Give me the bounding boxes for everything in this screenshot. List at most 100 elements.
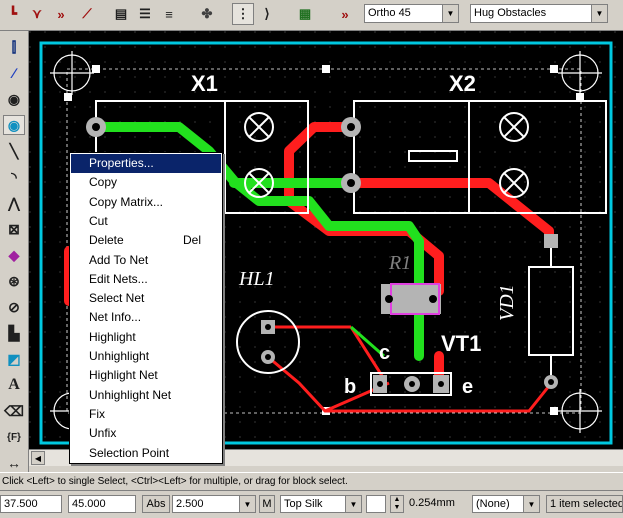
menu-item-label: Delete: [89, 233, 124, 248]
menu-item-fix[interactable]: Fix: [71, 405, 221, 424]
metric-button[interactable]: M: [259, 495, 275, 513]
dimension-icon[interactable]: ↔: [7, 455, 21, 471]
pad-hole: [265, 354, 271, 360]
label-vt1[interactable]: VT1: [441, 331, 481, 356]
arc-icon[interactable]: ◝: [11, 168, 17, 185]
net-route-icon[interactable]: »: [57, 6, 65, 22]
chevron-down-icon[interactable]: ▼: [523, 496, 539, 512]
attribute-icon[interactable]: ⌫: [4, 402, 24, 419]
property-bar: 37.500 45.000 Abs 2.500 ▼ M Top Silk ▼ ▲…: [0, 490, 623, 518]
field-icon[interactable]: {F}: [7, 431, 21, 443]
mounting-hole[interactable]: [558, 389, 602, 433]
select-icon[interactable]: ⫿: [11, 38, 17, 55]
menu-item-highlight[interactable]: Highlight: [71, 328, 221, 347]
menu-item-selection-point[interactable]: Selection Point: [71, 444, 221, 463]
menu-item-copy[interactable]: Copy: [71, 173, 221, 192]
label-r1[interactable]: R1: [388, 252, 411, 274]
multi-route-icon[interactable]: ⋎: [32, 6, 42, 21]
auto-route-icon[interactable]: »: [341, 6, 349, 22]
pad[interactable]: [544, 234, 558, 248]
menu-item-highlight-net[interactable]: Highlight Net: [71, 366, 221, 385]
grid-value: 2.500: [176, 498, 204, 510]
bus-icon[interactable]: ≡: [165, 6, 173, 22]
angle-icon[interactable]: ⟋: [82, 6, 92, 21]
chevron-down-icon[interactable]: ▼: [591, 5, 607, 22]
menu-item-add-to-net[interactable]: Add To Net: [71, 251, 221, 270]
pad-hole: [429, 295, 437, 303]
vias-icon[interactable]: ✤: [201, 6, 213, 21]
menu-item-unfix[interactable]: Unfix: [71, 424, 221, 443]
pad-hole: [548, 379, 554, 385]
menu-item-select-net[interactable]: Select Net: [71, 289, 221, 308]
pad-hole: [409, 381, 415, 387]
menu-item-label: Copy Matrix...: [89, 194, 164, 209]
menu-item-label: Cut: [89, 213, 108, 228]
rectangle-icon[interactable]: ⊠: [8, 220, 20, 237]
menu-item-label: Copy: [89, 175, 118, 190]
green-tracks[interactable]: [91, 122, 424, 361]
chevron-down-icon[interactable]: ▼: [239, 496, 255, 512]
route-mode-select[interactable]: Ortho 45 ▼: [364, 4, 459, 23]
spinner-icon[interactable]: ▲▼: [390, 495, 404, 513]
scroll-left-icon[interactable]: ◀: [31, 451, 45, 465]
y-coord-field[interactable]: 45.000: [68, 495, 136, 513]
pin-label-c: c: [379, 342, 390, 364]
mirror-icon[interactable]: ⟩: [264, 6, 270, 21]
layer-value: Top Silk: [284, 498, 323, 510]
layer-icon[interactable]: ▤: [114, 6, 128, 21]
grid-select[interactable]: 2.500 ▼: [172, 495, 256, 513]
thin-red-tracks[interactable]: [267, 325, 551, 413]
abs-button[interactable]: Abs: [142, 495, 170, 513]
menu-item-label: Select Net: [89, 291, 145, 306]
obstacle-mode-select[interactable]: Hug Obstacles ▼: [470, 4, 608, 23]
pad-hole: [265, 324, 271, 330]
status-hint: Click <Left> to single Select, <Ctrl><Le…: [0, 472, 623, 490]
color-swatch[interactable]: [366, 495, 386, 513]
pad-icon[interactable]: ◉: [3, 115, 25, 135]
layer-select[interactable]: Top Silk ▼: [280, 495, 362, 513]
copper-pour-icon[interactable]: ▙: [8, 324, 20, 341]
label-x1[interactable]: X1: [191, 71, 218, 96]
menu-item-properties[interactable]: Properties...: [71, 154, 221, 173]
label-hl1[interactable]: HL1: [238, 268, 275, 290]
design-rules-icon[interactable]: ▦: [298, 6, 312, 21]
transistor-vt1[interactable]: [370, 372, 452, 396]
chevron-down-icon[interactable]: ▼: [345, 496, 361, 512]
menu-item-edit-nets[interactable]: Edit Nets...: [71, 270, 221, 289]
board-outline[interactable]: [39, 41, 613, 445]
chevron-down-icon[interactable]: ▼: [442, 5, 458, 22]
edit-shape-icon[interactable]: ∕: [12, 65, 16, 81]
led-hl1[interactable]: [236, 310, 300, 374]
keepout-icon[interactable]: ⊘: [8, 298, 20, 315]
mounting-hole[interactable]: [558, 51, 602, 95]
label-x2[interactable]: X2: [449, 71, 476, 96]
drc-icon[interactable]: ⊛: [8, 272, 20, 289]
mounting-hole[interactable]: [50, 51, 94, 95]
line-icon[interactable]: ╲: [9, 142, 19, 159]
snap-icon[interactable]: ⋮: [232, 3, 254, 25]
menu-item-unhighlight-net[interactable]: Unhighlight Net: [71, 386, 221, 405]
cutout-icon[interactable]: ◩: [7, 350, 21, 367]
menu-item-cut[interactable]: Cut: [71, 212, 221, 231]
line-width-field[interactable]: 0.254mm: [409, 497, 455, 509]
diode-vd1[interactable]: [528, 247, 574, 375]
net-list-icon[interactable]: ☰: [139, 6, 151, 21]
fill-icon[interactable]: ◆: [8, 246, 20, 263]
menu-item-unhighlight[interactable]: Unhighlight: [71, 347, 221, 366]
menu-item-label: Fix: [89, 406, 105, 421]
menu-item-copy-matrix[interactable]: Copy Matrix...: [71, 193, 221, 212]
polyline-icon[interactable]: ⋀: [8, 194, 20, 211]
thin-green-track[interactable]: [350, 325, 385, 358]
text-icon[interactable]: A: [8, 376, 20, 393]
net-select[interactable]: (None) ▼: [472, 495, 540, 513]
connector-x2[interactable]: [353, 100, 607, 214]
menu-item-label: Unhighlight: [89, 349, 150, 363]
x-coord-field[interactable]: 37.500: [0, 495, 62, 513]
label-vd1[interactable]: VD1: [496, 284, 518, 321]
via-icon[interactable]: ◉: [7, 90, 21, 107]
route-icon[interactable]: ┗: [9, 6, 17, 21]
menu-item-label: Unfix: [89, 426, 117, 441]
pad-hole: [92, 123, 100, 131]
menu-item-net-info[interactable]: Net Info...: [71, 308, 221, 327]
